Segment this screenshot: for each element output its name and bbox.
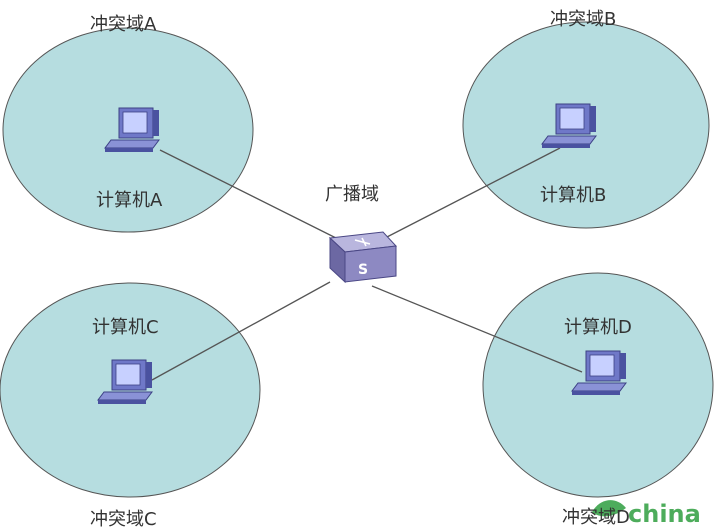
watermark-text: china [628,500,701,528]
link-d [371,285,583,373]
computer-d-label: 计算机D [564,317,632,338]
switch-icon: S [328,231,398,284]
collision-domain-a-label: 冲突域A [90,14,157,35]
collision-domain-b-label: 冲突域B [550,9,617,30]
computer-c-label: 计算机C [92,317,159,338]
collision-domain-d-label: 冲突域D [562,507,630,528]
link-c [151,281,331,381]
link-b [384,147,561,239]
link-a [159,149,341,241]
computer-a-label: 计算机A [96,190,163,211]
computer-b-label: 计算机B [540,185,607,206]
switch-label: S [358,262,368,278]
watermark-logo-icon [592,500,626,517]
collision-domain-c-label: 冲突域C [90,509,157,528]
broadcast-domain-label: 广播域 [325,184,379,205]
